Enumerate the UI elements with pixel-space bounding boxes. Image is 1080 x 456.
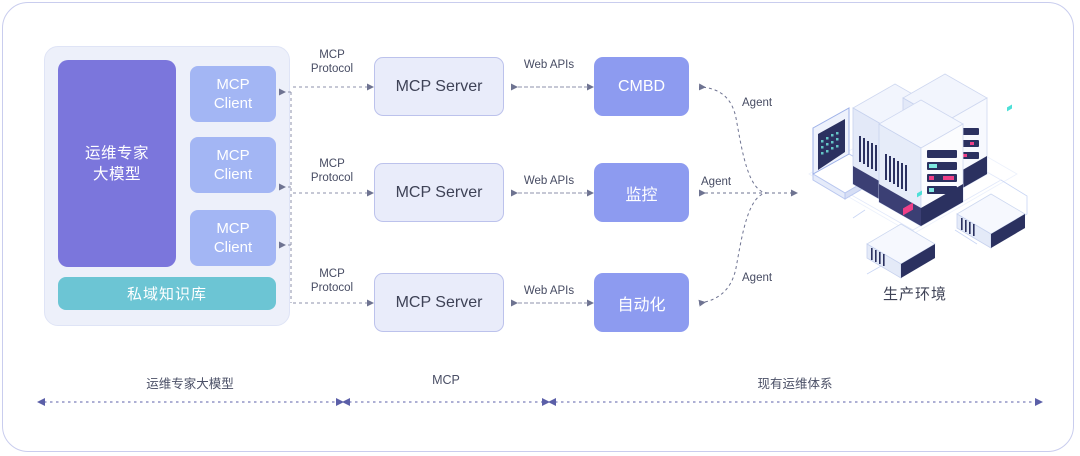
- mcp-server-box-1[interactable]: MCP Server: [374, 57, 504, 116]
- mcp-server-label-1: MCP Server: [395, 77, 483, 95]
- agent-label-1: Agent: [742, 97, 773, 109]
- agent-label-2: Agent: [701, 176, 732, 188]
- section-label-model: 运维专家大模型: [146, 377, 234, 391]
- knowledge-base-box[interactable]: 私域知识库: [58, 277, 276, 310]
- section-label-mcp: MCP: [432, 373, 460, 387]
- system-box-monitoring[interactable]: 监控: [594, 163, 689, 222]
- ops-expert-model-label: 运维专家 大模型: [84, 144, 149, 183]
- agent-label-3: Agent: [742, 272, 773, 284]
- mcp-client-box-3[interactable]: MCP Client: [190, 210, 276, 266]
- mcp-server-label-2: MCP Server: [395, 183, 483, 201]
- mcp-client-label-2: MCP Client: [213, 147, 253, 183]
- mcp-client-box-1[interactable]: MCP Client: [190, 66, 276, 122]
- system-box-cmbd[interactable]: CMBD: [594, 57, 689, 116]
- system-label-cmbd: CMBD: [617, 77, 666, 95]
- mcp-client-label-3: MCP Client: [213, 220, 253, 256]
- system-label-monitoring: 监控: [625, 186, 658, 204]
- mcp-protocol-label-1: MCP Protocol: [310, 49, 354, 75]
- knowledge-base-label: 私域知识库: [126, 286, 207, 303]
- web-apis-label-2: Web APIs: [523, 175, 575, 187]
- mcp-protocol-label-2: MCP Protocol: [310, 158, 354, 184]
- mcp-server-box-3[interactable]: MCP Server: [374, 273, 504, 332]
- system-label-automation: 自动化: [617, 296, 666, 314]
- mcp-protocol-label-3: MCP Protocol: [310, 268, 354, 294]
- web-apis-label-1: Web APIs: [523, 59, 575, 71]
- production-environment-caption: 生产环境: [882, 286, 947, 303]
- mcp-server-label-3: MCP Server: [395, 293, 483, 311]
- web-apis-label-3: Web APIs: [523, 285, 575, 297]
- mcp-server-box-2[interactable]: MCP Server: [374, 163, 504, 222]
- mcp-client-box-2[interactable]: MCP Client: [190, 137, 276, 193]
- ops-expert-model-box[interactable]: 运维专家 大模型: [58, 60, 176, 267]
- system-box-automation[interactable]: 自动化: [594, 273, 689, 332]
- mcp-client-label-1: MCP Client: [213, 76, 253, 112]
- section-label-existing-ops: 现有运维体系: [757, 377, 833, 391]
